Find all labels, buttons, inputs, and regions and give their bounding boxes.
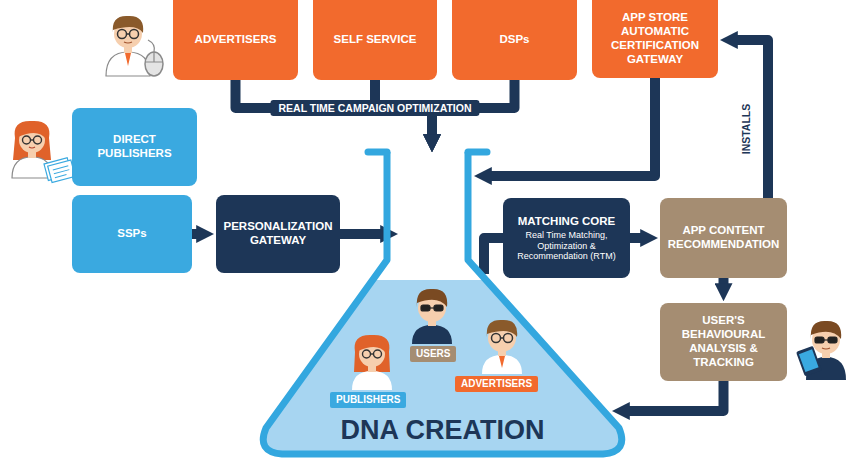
flask-title: DNA CREATION xyxy=(250,416,635,446)
source-box: ADVERTISERS xyxy=(173,0,298,80)
tracking-box: USER'S BEHAVIOURAL ANALYSIS & TRACKING xyxy=(660,303,787,381)
tag-label: ADVERTISERS xyxy=(455,376,538,392)
flow-arrow xyxy=(630,233,642,243)
tag-label: USERS xyxy=(410,346,456,362)
box-title: ADVERTISERS xyxy=(195,33,277,47)
recommendation-box: APP CONTENT RECOMMENDATION xyxy=(660,198,787,278)
flow-arrow xyxy=(719,278,729,285)
flask-figures xyxy=(250,148,635,462)
box-title: USER'S BEHAVIOURAL ANALYSIS & TRACKING xyxy=(668,314,779,369)
mouse-icon xyxy=(145,40,163,76)
gateway-box: APP STORE AUTOMATIC CERTIFICATION GATEWA… xyxy=(592,0,718,78)
gateway-box: PERSONALIZATION GATEWAY xyxy=(216,195,340,273)
flow-arrow xyxy=(484,238,503,274)
box-title: DSPs xyxy=(499,33,529,47)
box-title: SELF SERVICE xyxy=(334,33,417,47)
tag-label: PUBLISHERS xyxy=(330,392,406,408)
box-title: DIRECT PUBLISHERS xyxy=(80,133,189,161)
box-title: APP STORE AUTOMATIC CERTIFICATION GATEWA… xyxy=(600,11,710,66)
publisher-box: DIRECT PUBLISHERS xyxy=(72,108,197,186)
flask: DNA CREATION USERS PUBLISHERS ADVERTISERS xyxy=(250,148,635,462)
flow-arrow xyxy=(340,229,382,239)
edge-label: REAL TIME CAMPAIGN OPTIMIZATION xyxy=(270,100,479,116)
advertiser-figure xyxy=(106,16,150,76)
box-body: Real Time Matching, Optimization & Recom… xyxy=(511,230,622,261)
box-title: ADVERTISERS xyxy=(461,378,532,390)
flow-arrow xyxy=(736,40,768,198)
flow-arrow xyxy=(192,229,198,239)
publisher-box: SSPs xyxy=(72,195,192,273)
source-box: SELF SERVICE xyxy=(313,0,437,80)
core-box: MATCHING COREReal Time Matching, Optimiz… xyxy=(503,198,630,278)
source-box: DSPs xyxy=(452,0,577,80)
publisher-figure xyxy=(352,335,392,390)
box-title: APP CONTENT RECOMMENDATION xyxy=(668,224,780,252)
flow-arrow xyxy=(490,78,655,176)
box-title: PERSONALIZATION GATEWAY xyxy=(223,220,332,248)
advertiser-figure xyxy=(482,320,522,374)
edge-label: INSTALLS xyxy=(739,101,753,158)
flow-arrow xyxy=(628,381,724,411)
box-title: MATCHING CORE xyxy=(518,215,616,229)
box-title: USERS xyxy=(416,348,450,360)
box-title: PUBLISHERS xyxy=(336,394,400,406)
box-title: SSPs xyxy=(117,227,146,241)
papers-icon xyxy=(44,157,75,183)
user-figure xyxy=(412,289,452,344)
tablet-icon xyxy=(796,346,822,377)
